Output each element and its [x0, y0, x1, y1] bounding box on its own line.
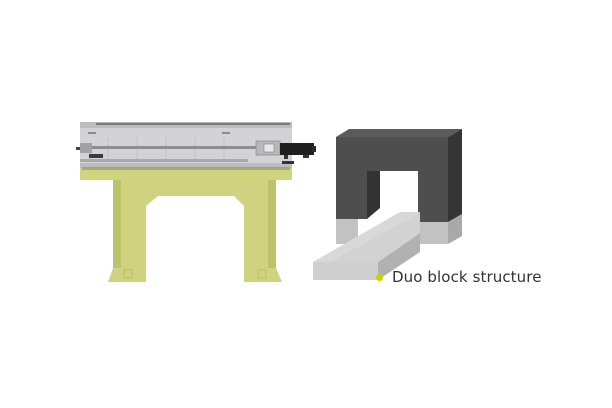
linear-stage: [76, 122, 316, 170]
duo-block-label: Duo block structure: [376, 268, 542, 286]
bullet-dot-icon: [376, 273, 383, 281]
duo-block: [313, 129, 462, 280]
bridge-stand: [80, 166, 292, 282]
duo-block-label-text: Duo block structure: [392, 268, 542, 286]
